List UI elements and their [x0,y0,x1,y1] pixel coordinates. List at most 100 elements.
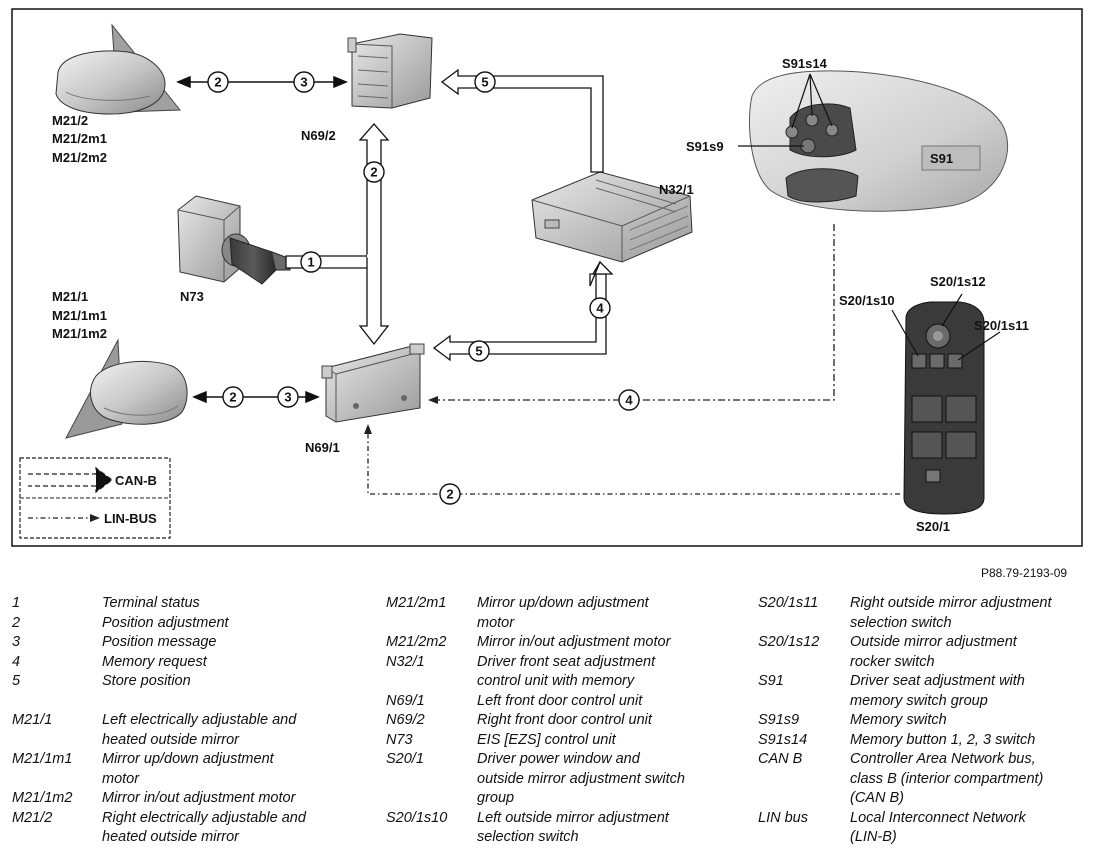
lin-bus-connection [367,432,900,495]
legend-code: N32/1 [386,653,425,670]
label-m21-2m1: M21/2m1 [52,131,107,146]
marker-4-dashed-text: 4 [625,393,633,408]
marker-3-bottom-mirror-text: 3 [284,390,291,405]
legend-code: M21/2 [12,809,53,826]
legend-description: Driver power window and outside mirror a… [477,751,685,806]
legend-description: Mirror in/out adjustment motor [477,634,671,650]
label-n73: N73 [180,289,204,304]
legend-code: S91 [758,673,784,689]
key-can-b: CAN-B [115,473,157,488]
legend-description: Mirror in/out adjustment motor [102,790,296,806]
n32-1-unit-image [531,171,693,263]
signal-markers [207,71,640,505]
legend-description: Position adjustment [102,614,229,631]
key-lin-bus: LIN-BUS [104,511,157,526]
legend-description: Driver seat adjustment with memory switc… [850,673,1025,709]
legend-row: M21/1m1 Mirror up/down adjustment motor [12,750,352,789]
legend-row: S91 Driver seat adjustment with memory sw… [758,672,1085,711]
marker-5-bottom-text: 5 [475,344,482,359]
legend-code: CAN B [758,751,803,767]
label-m21-1m2: M21/1m2 [52,326,107,341]
marker-1-text: 1 [307,255,314,270]
legend-code: 2 [12,614,21,631]
legend-description: Memory request [102,653,207,670]
legend-row: M21/2m1 Mirror up/down adjustment motor [386,594,732,633]
legend-spacer [12,692,352,712]
legend-row: S20/1 Driver power window and outside mir… [386,750,732,809]
label-m21-1m1: M21/1m1 [52,308,107,323]
marker-2-trunk [363,161,385,183]
label-m21-1: M21/1 [52,289,88,304]
legend-row: N69/1 Left front door control unit [386,692,732,712]
n69-1-unit-image [321,343,425,423]
legend-description: Mirror up/down adjustment motor [102,751,274,787]
legend-column-3: S20/1s11 Right outside mirror adjustment … [758,594,1085,848]
legend-code: N73 [386,731,413,748]
marker-2-lin-text: 2 [446,487,453,502]
legend-description: Outside mirror adjustment rocker switch [850,634,1017,670]
left-mirror-image [65,338,188,439]
marker-4-dashed [618,389,640,411]
legend-code: N69/2 [386,712,425,728]
marker-2-trunk-text: 2 [370,165,377,180]
legend-code: M21/2m2 [386,634,447,650]
legend-description: Controller Area Network bus, class B (in… [850,751,1044,806]
legend-code: M21/2m1 [386,595,447,611]
marker-2-top-mirror [207,71,229,93]
legend-code: N69/1 [386,692,425,709]
legend-code: S20/1 [386,751,424,767]
legend-description: Terminal status [102,595,200,611]
marker-1 [300,251,322,273]
marker-3-top-mirror [293,71,315,93]
label-s20-1s10: S20/1s10 [839,293,895,308]
legend-code: M21/1 [12,712,53,728]
legend-description: Right front door control unit [477,712,652,728]
legend-description: Memory button 1, 2, 3 switch [850,731,1036,748]
label-s20-1: S20/1 [916,519,950,534]
diagram-frame [11,8,1083,547]
s91-switch-group-image [748,70,1008,212]
label-s91s9: S91s9 [686,139,724,154]
marker-5-top-text: 5 [481,75,488,90]
legend-description: Mirror up/down adjustment motor [477,595,649,631]
marker-3-top-mirror-text: 3 [300,75,307,90]
legend-row: N69/2 Right front door control unit [386,711,732,731]
s20-1-switch-group-image [903,301,985,515]
legend-description: Position message [102,634,217,650]
right-mirror-image [55,23,182,115]
legend-code: LIN bus [758,809,808,826]
legend-code: 5 [12,673,21,689]
legend-description: Memory switch [850,712,947,728]
legend-row: M21/2m2 Mirror in/out adjustment motor [386,633,732,653]
marker-5-bottom [468,340,490,362]
legend-description: Left outside mirror adjustment selection… [477,809,669,846]
legend-description: Left front door control unit [477,692,643,709]
n69-2-unit-image [347,33,433,109]
legend-description: Right outside mirror adjustment selectio… [850,595,1052,631]
can-b-trunk [358,123,390,346]
figure-reference: P88.79-2193-09 [981,566,1068,580]
marker-2-lin [439,483,461,505]
pointer-lines [738,73,1001,361]
marker-4-n32 [589,297,611,319]
dashed-arrow-head [428,396,438,404]
legend-row: S91s14 Memory button 1, 2, 3 switch [758,731,1085,751]
marker-3-bottom-mirror [277,386,299,408]
marker-2-top-mirror-text: 2 [214,75,221,90]
legend-code: S20/1s11 [758,595,819,611]
legend-code: S91s14 [758,731,808,748]
marker-2-bottom-mirror [222,386,244,408]
legend-code: M21/1m1 [12,751,73,767]
